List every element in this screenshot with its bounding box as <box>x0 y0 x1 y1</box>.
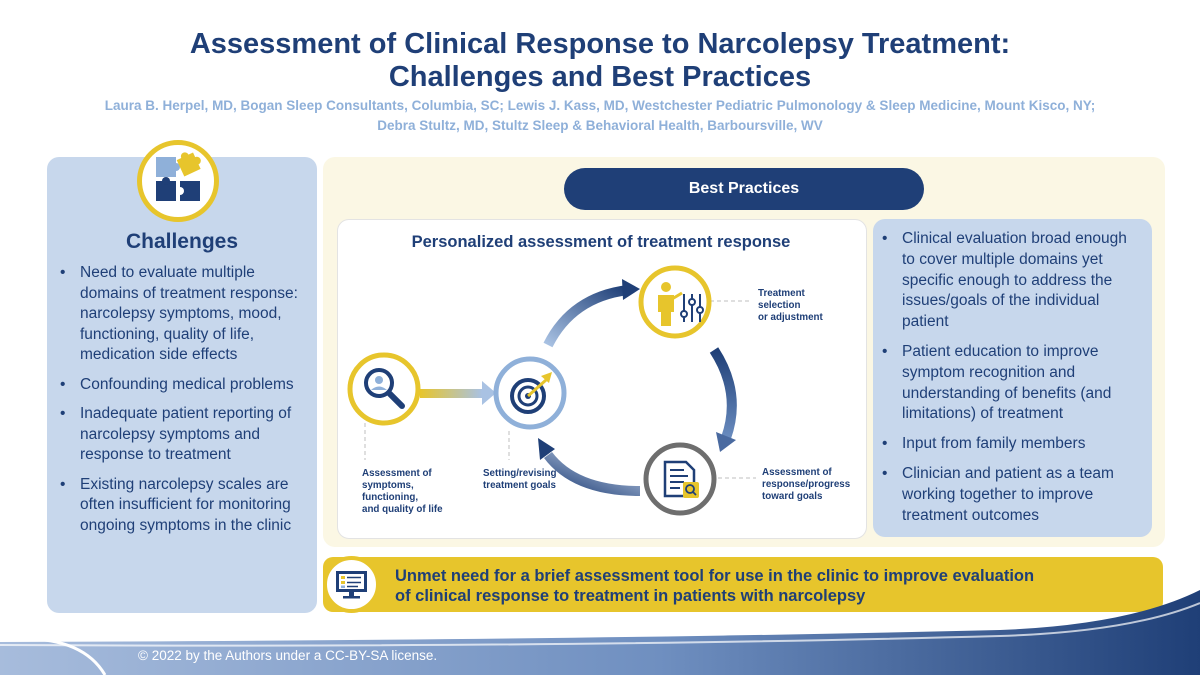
unmet-need-line-2: of clinical response to treatment in pat… <box>395 587 866 605</box>
list-item: Inadequate patient reporting of narcolep… <box>58 404 308 466</box>
list-item: Input from family members <box>880 434 1142 455</box>
step-label-selection: Treatment selection or adjustment <box>758 288 823 323</box>
step-label-goals: Setting/revising treatment goals <box>483 468 557 491</box>
challenges-list: Need to evaluate multiple domains of tre… <box>58 263 308 545</box>
authors: Laura B. Herpel, MD, Bogan Sleep Consult… <box>30 96 1170 136</box>
unmet-need-line-1: Unmet need for a brief assessment tool f… <box>395 567 1035 585</box>
best-practices-header: Best Practices <box>564 168 924 210</box>
best-practices-list: Clinical evaluation broad enough to cove… <box>880 229 1142 535</box>
list-item: Clinician and patient as a team working … <box>880 464 1142 526</box>
step-label-response: Assessment of response/progress toward g… <box>762 467 851 502</box>
challenges-icon-circle <box>137 140 219 222</box>
step-label-assessment: Assessment of symptoms, functioning, and… <box>362 468 443 515</box>
copyright-text: © 2022 by the Authors under a CC-BY-SA l… <box>138 648 438 663</box>
authors-line-1: Laura B. Herpel, MD, Bogan Sleep Consult… <box>104 98 1096 113</box>
challenges-title: Challenges <box>125 230 239 253</box>
title-line-2: Challenges and Best Practices <box>388 61 812 93</box>
title-line-1: Assessment of Clinical Response to Narco… <box>189 28 1011 60</box>
unmet-need-icon-circle <box>323 556 380 613</box>
list-item: Patient education to improve symptom rec… <box>880 342 1142 425</box>
puzzle-icon <box>156 152 201 201</box>
list-item: Existing narcolepsy scales are often ins… <box>58 475 308 537</box>
authors-line-2: Debra Stultz, MD, Stultz Sleep & Behavio… <box>377 118 823 133</box>
list-item: Need to evaluate multiple domains of tre… <box>58 263 308 366</box>
list-item: Confounding medical problems <box>58 375 308 396</box>
list-item: Clinical evaluation broad enough to cove… <box>880 229 1142 333</box>
monitor-checklist-icon <box>336 571 367 599</box>
unmet-need-text: Unmet need for a brief assessment tool f… <box>395 566 1135 606</box>
poster-title: Assessment of Clinical Response to Narco… <box>0 28 1200 94</box>
diagram-title: Personalized assessment of treatment res… <box>411 233 791 251</box>
